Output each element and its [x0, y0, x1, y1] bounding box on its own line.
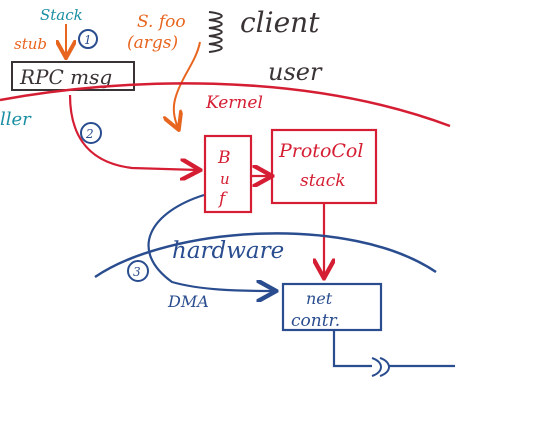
stub-label: stub [14, 35, 47, 53]
client-label: client [240, 6, 320, 39]
sfoo-call-arrow [174, 41, 201, 128]
contr-label: contr. [291, 311, 340, 331]
hardware-boundary-line [94, 232, 437, 279]
net-label: net [306, 289, 333, 308]
stack-label-top: Stack [40, 6, 83, 24]
client-coil-icon [208, 11, 223, 53]
msg-to-buf-arrow [68, 94, 198, 170]
step-2-label: 2 [85, 127, 94, 141]
net-controller-box [281, 282, 383, 332]
protocol-stack-box [270, 128, 378, 205]
buf-label-b: B [217, 148, 231, 168]
buf-label-u: u [220, 170, 230, 188]
protocol-label: ProtoCol [278, 140, 363, 162]
step-3-label: 3 [133, 265, 141, 279]
rpc-msg-label: RPC msg [19, 65, 112, 89]
kernel-label: Kernel [205, 93, 263, 113]
sfoo-label-2: (args) [127, 33, 178, 53]
buf-box [203, 134, 253, 214]
sfoo-label-1: S. foo [137, 12, 186, 32]
step-3-circle [127, 260, 149, 282]
step-1-label: 1 [84, 33, 92, 47]
step-2-circle [80, 122, 102, 144]
dma-label: DMA [167, 292, 209, 311]
hardware-label: hardware [172, 238, 284, 264]
user-label: user [268, 58, 323, 86]
cable-break-icon [371, 357, 390, 377]
kernel-boundary-line [0, 82, 451, 128]
buf-label-f: f [217, 189, 228, 209]
ller-label: ller [0, 109, 32, 130]
stack-label: stack [300, 171, 346, 191]
step-1-circle [78, 29, 98, 49]
network-cable-line [332, 331, 372, 368]
dma-arrow [147, 193, 274, 291]
